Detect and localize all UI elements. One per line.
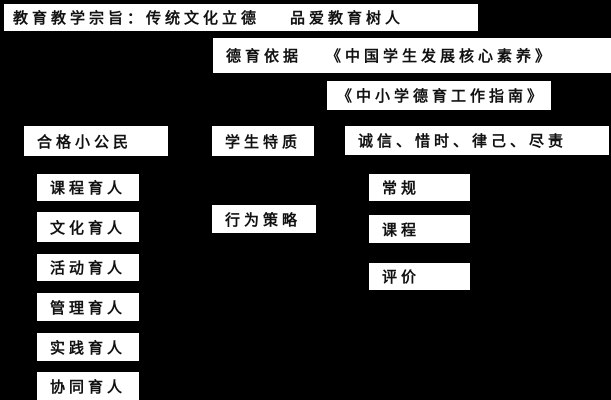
trait-values-box: 诚信、惜时、律己、尽责 (343, 124, 611, 157)
banner-left-text: 教育教学宗旨：传统文化立德 (13, 10, 261, 27)
education-path-label: 文化育人 (50, 219, 127, 237)
guide-box: 《中小学德育工作指南》 (325, 79, 553, 112)
education-path-label: 管理育人 (50, 299, 127, 317)
strategy-item-box: 课程 (367, 213, 472, 245)
basis-label: 德育依据 (226, 48, 303, 65)
student-traits-box: 学生特质 (210, 124, 316, 158)
education-path-label: 实践育人 (50, 339, 127, 357)
strategy-item-label: 常规 (382, 180, 421, 197)
education-path-label: 活动育人 (50, 260, 127, 277)
behavior-strategy-box: 行为策略 (210, 203, 318, 235)
strategy-item-box: 评价 (367, 261, 472, 292)
education-path-box: 课程育人 (35, 172, 141, 203)
education-path-box: 活动育人 (35, 252, 141, 283)
education-path-box: 文化育人 (35, 210, 141, 244)
behavior-strategy-label: 行为策略 (225, 211, 302, 229)
education-path-box: 实践育人 (35, 331, 141, 363)
guide-text: 《中小学德育工作指南》 (337, 88, 547, 105)
basis-reference: 《中国学生发展核心素养》 (326, 48, 555, 65)
education-path-label: 课程育人 (50, 180, 127, 197)
strategy-item-label: 课程 (382, 221, 421, 239)
qualified-citizen-box: 合格小公民 (22, 124, 170, 158)
trait-values-text: 诚信、惜时、律己、尽责 (358, 133, 568, 150)
education-path-box: 协同育人 (35, 370, 141, 400)
education-path-box: 管理育人 (35, 291, 141, 323)
banner-right-text: 品爱教育树人 (290, 10, 405, 27)
basis-box: 德育依据 《中国学生发展核心素养》 (211, 36, 611, 75)
banner-box: 教育教学宗旨：传统文化立德 品爱教育树人 (2, 2, 480, 33)
education-path-label: 协同育人 (50, 379, 127, 396)
qualified-citizen-text: 合格小公民 (37, 133, 133, 151)
strategy-item-label: 评价 (382, 269, 421, 286)
strategy-item-box: 常规 (367, 172, 472, 203)
student-traits-label: 学生特质 (225, 133, 302, 151)
